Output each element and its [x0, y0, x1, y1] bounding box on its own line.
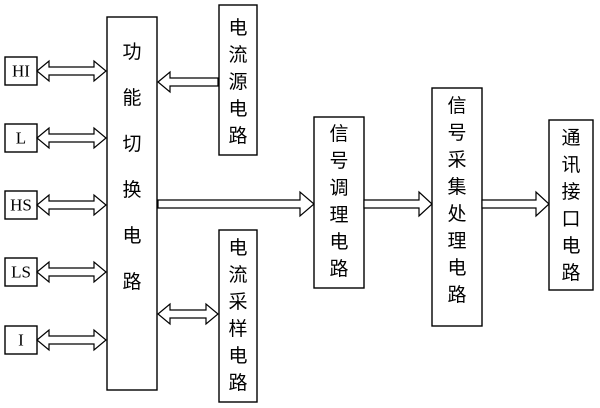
- arrow-hi-switch: [36, 59, 107, 83]
- current-source-box: [218, 4, 258, 156]
- port-i: I: [4, 325, 38, 355]
- current-sample-block: 电流采样电路: [218, 229, 258, 403]
- port-arrows: [36, 59, 107, 352]
- port-i-label: I: [18, 331, 24, 350]
- current-sample-box: [218, 229, 258, 403]
- arrow-switch-sample: [157, 302, 219, 326]
- signal-cond-label: 信号调理电路: [329, 123, 348, 280]
- arrow-source-to-switch: [157, 70, 219, 94]
- current-source-block: 电流源电路: [218, 4, 258, 156]
- port-i-box: [4, 325, 38, 355]
- port-hi: HI: [4, 56, 38, 86]
- current-source-label: 电流源电路: [228, 17, 247, 147]
- acq-label: 信号采集处理电路: [447, 95, 466, 306]
- arrow-acq-to-comm: [481, 190, 550, 218]
- port-hs-label: HS: [10, 196, 32, 215]
- arrow-cond-to-acq: [363, 190, 433, 218]
- port-l-box: [4, 123, 38, 153]
- port-ls: LS: [4, 257, 38, 287]
- current-sample-label: 电流采样电路: [228, 237, 247, 394]
- port-hs: HS: [4, 190, 38, 220]
- switch-box: [106, 16, 158, 391]
- arrow-l-switch: [36, 126, 107, 150]
- arrow-ls-switch: [36, 260, 107, 284]
- port-hi-label: HI: [12, 62, 30, 81]
- signal-cond-box: [313, 116, 365, 289]
- acq-block: 信号采集处理电路: [431, 87, 483, 327]
- arrow-hs-switch: [36, 193, 107, 217]
- port-hi-box: [4, 56, 38, 86]
- arrow-i-switch: [36, 328, 107, 352]
- comm-block: 通讯接口电路: [548, 119, 594, 291]
- port-ls-label: LS: [11, 263, 31, 282]
- signal-cond-block: 信号调理电路: [313, 116, 365, 289]
- port-l: L: [4, 123, 38, 153]
- comm-label: 通讯接口电路: [561, 127, 580, 284]
- arrow-switch-to-cond: [157, 190, 315, 218]
- port-hs-box: [4, 190, 38, 220]
- comm-box: [548, 119, 594, 291]
- switch-label: 功能切换电路: [122, 41, 141, 293]
- port-l-label: L: [16, 129, 26, 148]
- switch-block: 功能切换电路: [106, 16, 158, 391]
